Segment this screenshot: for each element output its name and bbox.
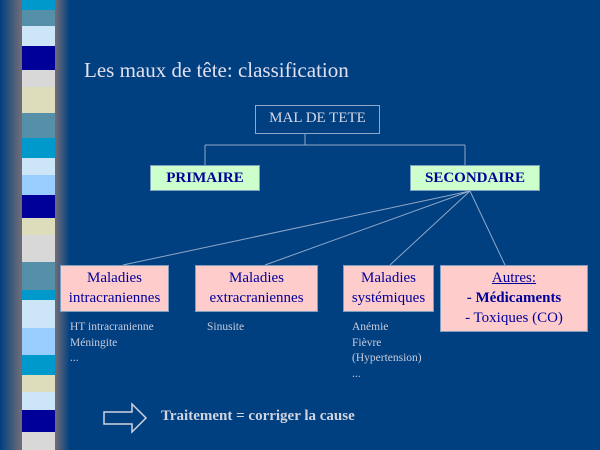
stripe [22,113,55,138]
category-label: extracraniennes [209,290,304,306]
list-item: Fièvre [352,336,382,349]
stripe [22,175,55,195]
stripe [22,410,55,432]
stripe [22,290,55,300]
list-item: HT intracranienne [70,321,154,333]
arrow-icon [103,402,148,434]
stripe [22,26,55,46]
category-intracranial: Maladies intracraniennes [60,265,169,312]
stripe [22,392,55,410]
stripe [22,87,55,113]
category-label: Maladies [229,270,284,286]
category-label: intracraniennes [68,290,161,306]
stripe [22,0,55,10]
stripe [22,432,55,450]
secondary-node: SECONDAIRE [410,165,540,191]
stripe [22,262,55,290]
category-others: Autres: - Médicaments - Toxiques (CO) [440,265,588,332]
stripe [22,158,55,175]
treatment-text: Traitement = corriger la cause [161,408,355,424]
list-item: (Hypertension) [352,352,422,364]
stripe [22,70,55,87]
stripe [22,375,55,392]
others-item: - Toxiques (CO) [465,310,563,326]
stripe [22,138,55,158]
list-item: Méningite [70,336,118,349]
root-node: MAL DE TETE [255,105,380,134]
stripe [22,355,55,375]
stripe [22,10,55,26]
category-extracranial: Maladies extracraniennes [195,265,318,312]
stripe [22,218,55,235]
stripe [22,195,55,218]
stripe [22,235,55,262]
stripe [22,46,55,70]
category-label: Maladies [361,270,416,286]
slide-title: Les maux de tête: classification [84,58,349,82]
list-item: ... [352,367,361,380]
category-systemic: Maladies systémiques [343,265,434,312]
systemic-list: Anémie Fièvre (Hypertension) ... [352,320,422,382]
stripe [22,328,55,355]
list-item: Sinusite [207,321,245,333]
intracranial-list: HT intracranienne Méningite ... [70,320,154,367]
others-item: - Médicaments [466,290,562,306]
stripe [22,300,55,328]
primary-node: PRIMAIRE [150,165,260,191]
extracranial-list: Sinusite [207,320,244,336]
category-label: systémiques [351,290,426,306]
list-item: ... [70,352,79,364]
list-item: Anémie [352,321,389,333]
others-heading: Autres: [491,270,537,286]
category-label: Maladies [87,270,142,286]
